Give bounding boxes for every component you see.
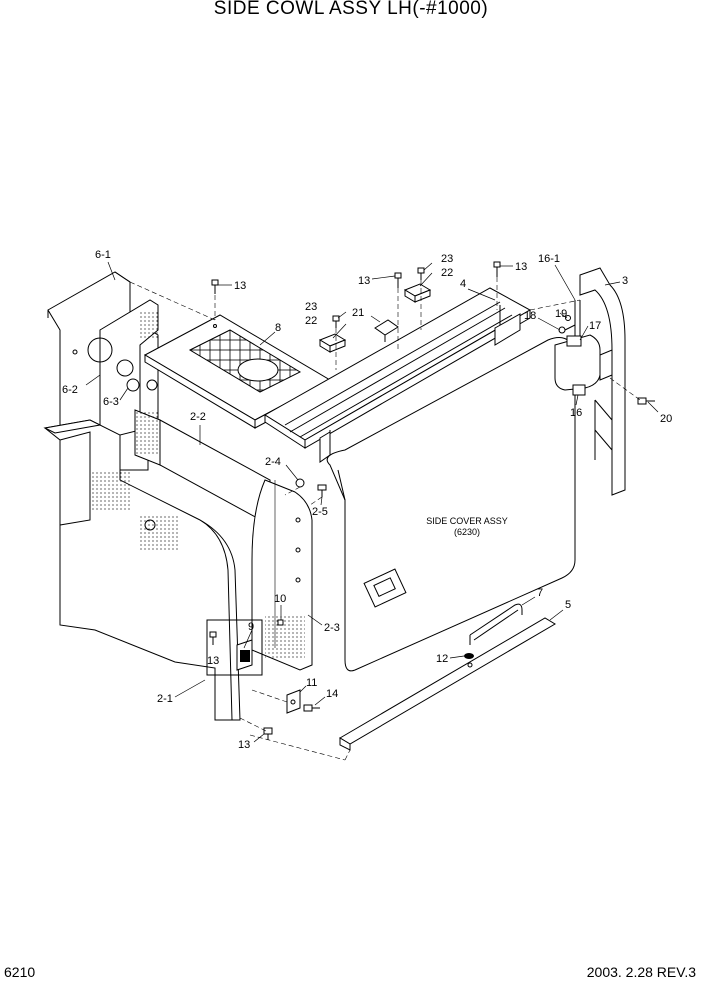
bolt-20 [637,397,655,405]
fitting-19 [565,315,571,321]
bolt-14 [303,704,320,712]
bolt-13-bottom [263,727,273,740]
bolt-13-top [211,279,219,294]
bolt-13-right [493,261,501,277]
label-22a: 22 [441,267,453,279]
page-number: 6210 [4,964,36,980]
main-panel-2-1 [43,419,241,721]
label-23a: 23 [441,253,453,265]
label-6-2: 6-2 [62,384,78,396]
label-2-1: 2-1 [157,693,173,705]
latch-bracket-9 [206,619,263,676]
label-13-right: 13 [515,261,527,273]
side-cover-label: SIDE COVER ASSY [426,516,508,526]
label-21: 21 [352,307,364,319]
fitting-18 [558,324,576,334]
label-23b: 23 [305,301,317,313]
nut-23b [332,315,340,328]
label-17: 17 [589,320,601,332]
leader-lines [85,261,659,743]
handle-7 [469,603,523,645]
label-7: 7 [537,587,543,599]
bolt-2-4 [295,478,305,488]
side-cover-assy: SIDE COVER ASSY (6230) [326,337,576,672]
bolt-13-mid [394,272,402,288]
bracket-11 [286,689,301,714]
bottom-rail-5 [339,617,556,751]
label-2-5: 2-5 [312,506,328,518]
label-2-3: 2-3 [324,622,340,634]
label-16-1: 16-1 [538,253,560,265]
middle-panel-2-2 [134,409,271,526]
bolt-2-5 [317,484,327,497]
label-13-bottom: 13 [238,739,250,751]
nut-23a [417,267,425,280]
assembly-lines [129,277,641,761]
label-5: 5 [565,599,571,611]
pad-22a [403,283,432,303]
bracket-plate-6-1 [47,271,159,471]
label-10: 10 [274,593,286,605]
grommet-12 [464,653,474,659]
bolt-10 [277,619,284,626]
side-panel-2-3 [251,479,313,671]
label-9: 9 [248,621,254,633]
label-11: 11 [306,677,317,689]
label-14: 14 [326,688,338,700]
top-rail-4 [264,287,532,463]
label-12: 12 [436,653,448,665]
label-2-2: 2-2 [190,411,206,423]
label-3: 3 [622,275,628,287]
label-6-3: 6-3 [103,396,119,408]
label-8: 8 [275,322,281,334]
label-13-mid: 13 [358,275,370,287]
label-2-4: 2-4 [265,456,281,468]
label-18: 18 [524,310,536,322]
label-6-1: 6-1 [95,249,111,261]
side-cover-ref: (6230) [454,527,480,537]
part-labels: 6-1 6-2 6-3 13 8 23 22 13 23 22 21 13 4 … [62,249,672,751]
label-16: 16 [570,407,582,419]
clip-21 [374,319,399,342]
pad-22b [318,333,347,353]
label-4: 4 [460,278,466,290]
label-20: 20 [660,413,672,425]
right-bracket-3 [579,267,626,496]
label-19: 19 [555,308,567,320]
bolt-13-lower [209,631,217,645]
label-13-lower: 13 [207,655,219,667]
page-title: SIDE COWL ASSY LH(-#1000) [213,0,489,19]
reservoir-tank-16 [554,300,613,396]
label-13-top: 13 [234,280,246,292]
fasteners [209,261,655,740]
revision-date: 2003. 2.28 REV.3 [586,964,696,980]
label-22b: 22 [305,315,317,327]
